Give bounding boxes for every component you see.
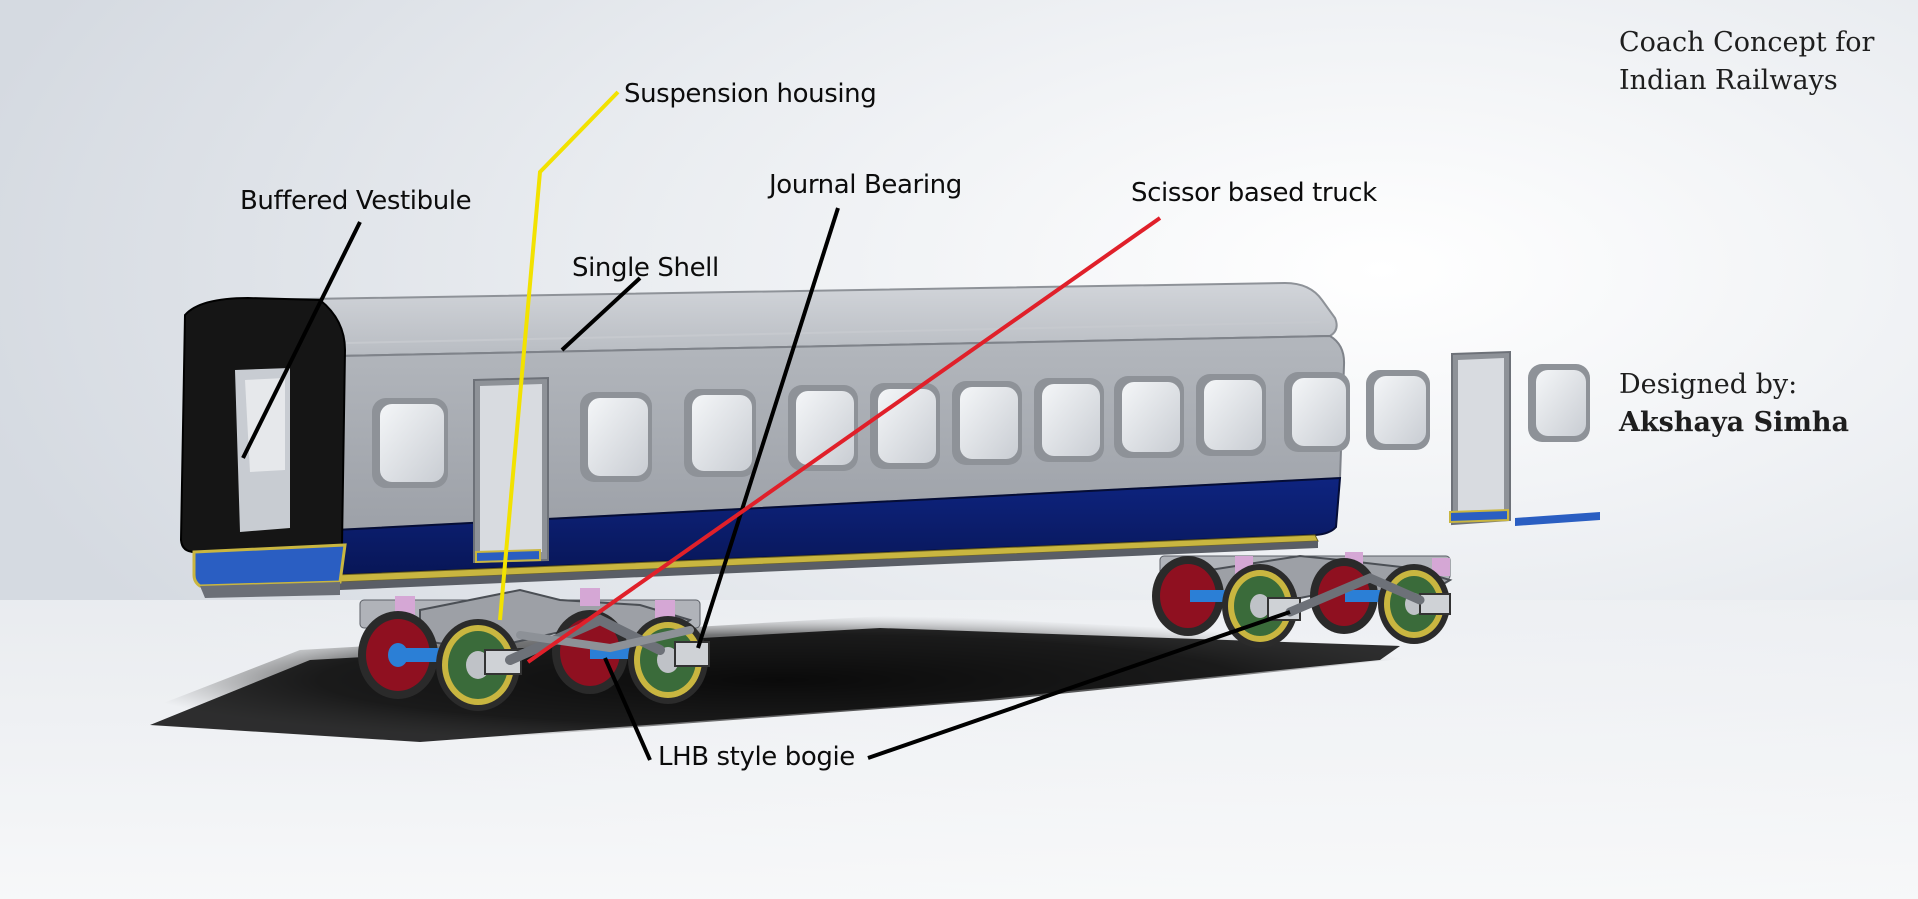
- coach-doors: [473, 350, 1600, 564]
- credit-label: Designed by:: [1619, 369, 1798, 400]
- label-suspension-housing: Suspension housing: [624, 79, 877, 109]
- leader-lhb-bogie-rear: [867, 610, 1291, 760]
- label-scissor-truck: Scissor based truck: [1131, 178, 1377, 208]
- credit-block: Designed by: Akshaya Simha: [1619, 366, 1849, 442]
- title-block: Coach Concept for Indian Railways: [1619, 24, 1874, 100]
- leader-scissor-truck: [526, 216, 1162, 664]
- leader-buffered-vestibule: [241, 221, 362, 459]
- credit-name: Akshaya Simha: [1619, 407, 1850, 438]
- label-single-shell: Single Shell: [572, 253, 719, 283]
- title-line-2: Indian Railways: [1619, 65, 1838, 96]
- leader-lhb-bogie-front: [603, 657, 652, 761]
- label-buffered-vestibule: Buffered Vestibule: [240, 186, 472, 216]
- title-line-1: Coach Concept for: [1619, 27, 1875, 58]
- front-bogie: [358, 588, 710, 711]
- callout-leaders: [241, 90, 1291, 761]
- label-journal-bearing: Journal Bearing: [769, 170, 962, 200]
- label-lhb-bogie: LHB style bogie: [658, 742, 855, 772]
- leader-suspension-housing: [498, 90, 620, 621]
- leader-journal-bearing: [696, 207, 840, 649]
- leader-single-shell: [560, 276, 642, 352]
